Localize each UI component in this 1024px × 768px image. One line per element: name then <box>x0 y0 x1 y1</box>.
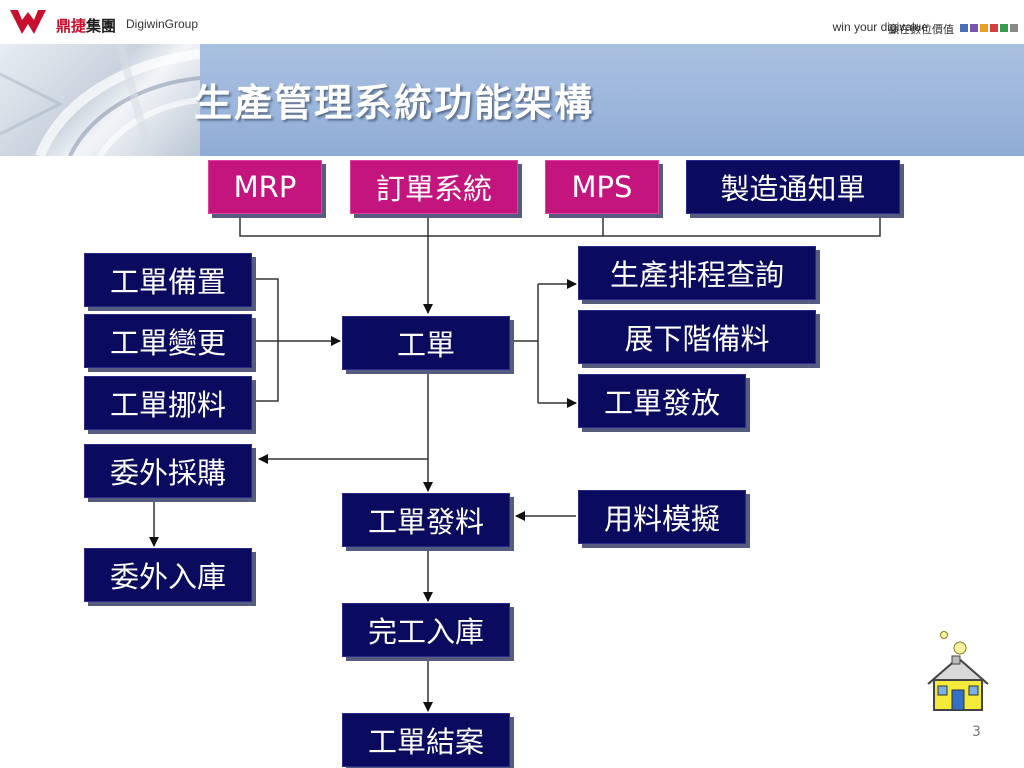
box-mrp: MRP <box>208 160 322 214</box>
brand-square <box>970 24 978 32</box>
box-wo-transfer: 工單挪料 <box>84 376 252 430</box>
slogan-cn: 贏在數位價值 <box>888 23 954 36</box>
page-number: 3 <box>972 724 981 740</box>
box-wo-change: 工單變更 <box>84 314 252 368</box>
box-outsourcing-receipt: 委外入庫 <box>84 548 252 602</box>
box-outsourcing-purchase: 委外採購 <box>84 444 252 498</box>
box-wo-issue: 工單發料 <box>342 493 510 547</box>
box-wo-release: 工單發放 <box>578 374 746 428</box>
slide-header: 鼎捷集團 DigiwinGroup win your digivalue 贏在數… <box>0 0 1024 44</box>
box-manufacturing-notice: 製造通知單 <box>686 160 900 214</box>
box-bom-explosion: 展下階備料 <box>578 310 816 364</box>
box-wo-preparation: 工單備置 <box>84 253 252 307</box>
brand-name-cn: 鼎捷集團 <box>56 17 117 35</box>
slide-title: 生產管理系統功能架構 <box>194 81 595 125</box>
box-work-order: 工單 <box>342 316 510 370</box>
brand-square <box>990 24 998 32</box>
brand-square <box>960 24 968 32</box>
slogan-en: win your digivalue <box>832 20 928 34</box>
brand-square <box>980 24 988 32</box>
box-mps: MPS <box>545 160 659 214</box>
box-wo-close: 工單結案 <box>342 713 510 767</box>
box-material-simulation: 用料模擬 <box>578 490 746 544</box>
brand-square <box>1010 24 1018 32</box>
brand-square <box>1000 24 1008 32</box>
box-completion-receipt: 完工入庫 <box>342 603 510 657</box>
box-order-system: 訂單系統 <box>350 160 518 214</box>
home-icon[interactable] <box>924 626 994 716</box>
company-logo: 鼎捷集團 DigiwinGroup <box>8 6 208 40</box>
staircase-photo <box>0 44 200 156</box>
digiwin-logo-icon <box>10 10 46 34</box>
box-schedule-query: 生產排程查詢 <box>578 246 816 300</box>
connector-top-bracket <box>239 214 881 237</box>
connector-left-bracket <box>254 278 279 402</box>
brand-name-en: DigiwinGroup <box>126 17 199 31</box>
